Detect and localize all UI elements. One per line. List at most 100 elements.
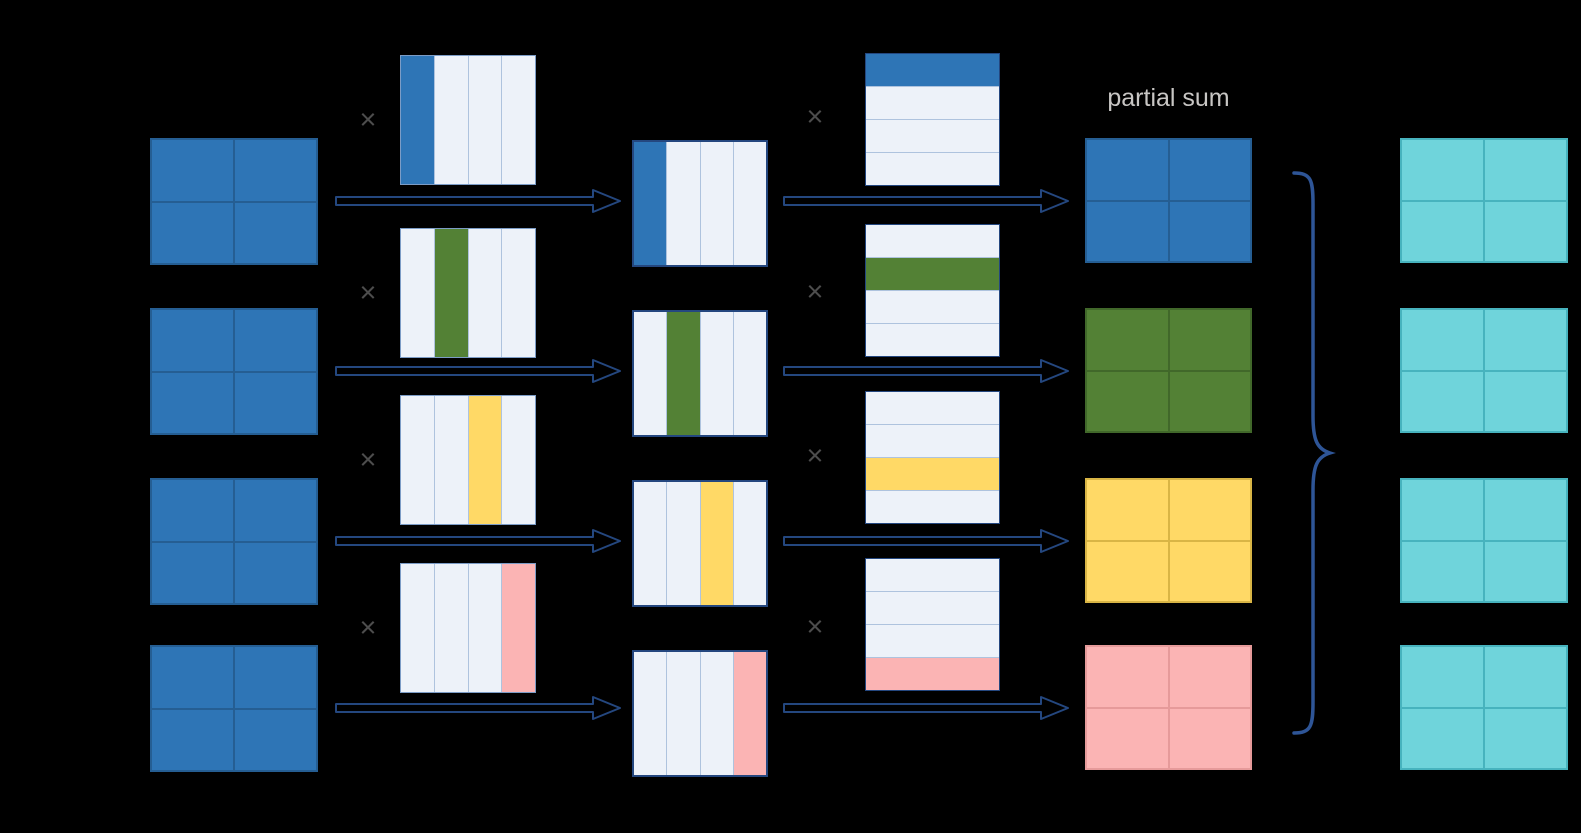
matrix-cell xyxy=(1402,647,1483,707)
matrix-cell xyxy=(1485,371,1566,431)
row-block-matrix-1 xyxy=(865,53,1000,186)
matrix-cell xyxy=(1087,708,1168,768)
matrix-cell xyxy=(468,229,502,357)
arrow-right-icon xyxy=(783,529,1069,553)
matrix-cell xyxy=(434,56,468,184)
matrix-cell xyxy=(866,491,999,523)
matrix-cell xyxy=(1087,310,1168,370)
arrow-right-icon xyxy=(783,189,1069,213)
matrix-cell xyxy=(468,56,502,184)
arrow-right-icon xyxy=(783,696,1069,720)
matrix-cell xyxy=(1485,310,1566,370)
matrix-cell xyxy=(235,709,316,770)
column-block-matrix-3 xyxy=(400,395,536,525)
selected-column-matrix-3 xyxy=(632,480,768,607)
partial-sum-matrix-1 xyxy=(1085,138,1252,263)
matrix-cell xyxy=(1485,541,1566,601)
row-block-matrix-3 xyxy=(865,391,1000,524)
matrix-cell xyxy=(866,425,999,457)
matrix-cell xyxy=(667,482,700,605)
multiply-icon: × xyxy=(359,104,377,136)
matrix-cell xyxy=(1169,480,1250,540)
partial-sum-matrix-2 xyxy=(1085,308,1252,433)
matrix-cell xyxy=(866,658,999,690)
matrix-cell xyxy=(634,652,667,775)
matrix-cell xyxy=(152,647,233,708)
matrix-cell xyxy=(152,310,233,371)
matrix-cell xyxy=(468,396,502,524)
matrix-cell xyxy=(235,542,316,603)
row-block-matrix-4 xyxy=(865,558,1000,691)
matrix-cell xyxy=(1402,140,1483,200)
matrix-cell xyxy=(866,625,999,657)
matrix-cell xyxy=(866,87,999,119)
matrix-cell xyxy=(1169,310,1250,370)
arrow-right-icon xyxy=(335,696,621,720)
matrix-cell xyxy=(152,372,233,433)
matrix-cell xyxy=(152,140,233,201)
matrix-cell xyxy=(866,324,999,356)
matrix-cell xyxy=(866,392,999,424)
input-matrix-3 xyxy=(150,478,318,605)
matrix-cell xyxy=(1087,647,1168,707)
matrix-cell xyxy=(866,120,999,152)
selected-column-matrix-1 xyxy=(632,140,768,267)
multiply-icon: × xyxy=(359,444,377,476)
matrix-cell xyxy=(634,482,667,605)
column-block-matrix-2 xyxy=(400,228,536,358)
matrix-cell xyxy=(866,54,999,86)
output-matrix-4 xyxy=(1400,645,1568,770)
input-matrix-2 xyxy=(150,308,318,435)
matrix-cell xyxy=(866,291,999,323)
matrix-cell xyxy=(1402,541,1483,601)
matrix-cell xyxy=(866,153,999,185)
column-block-matrix-1 xyxy=(400,55,536,185)
output-matrix-3 xyxy=(1400,478,1568,603)
arrow-right-icon xyxy=(783,359,1069,383)
matrix-cell xyxy=(152,542,233,603)
matrix-cell xyxy=(667,312,700,435)
input-matrix-1 xyxy=(150,138,318,265)
partial-sum-matrix-4 xyxy=(1085,645,1252,770)
matrix-cell xyxy=(1087,140,1168,200)
matrix-cell xyxy=(401,396,434,524)
matrix-cell xyxy=(733,142,766,265)
matrix-cell xyxy=(502,564,535,692)
matrix-cell xyxy=(152,709,233,770)
matrix-cell xyxy=(1169,140,1250,200)
multiply-icon: × xyxy=(806,276,824,308)
matrix-cell xyxy=(502,56,535,184)
matrix-cell xyxy=(700,142,733,265)
matrix-cell xyxy=(1087,541,1168,601)
matrix-cell xyxy=(1169,541,1250,601)
matrix-cell xyxy=(401,56,434,184)
multiply-icon: × xyxy=(806,611,824,643)
matrix-cell xyxy=(468,564,502,692)
matrix-cell xyxy=(434,564,468,692)
matrix-cell xyxy=(866,225,999,257)
matrix-cell xyxy=(700,312,733,435)
multiply-icon: × xyxy=(806,101,824,133)
selected-column-matrix-4 xyxy=(632,650,768,777)
matrix-cell xyxy=(1087,480,1168,540)
matrix-cell xyxy=(700,482,733,605)
row-block-matrix-2 xyxy=(865,224,1000,357)
matrix-cell xyxy=(235,310,316,371)
matrix-cell xyxy=(1402,480,1483,540)
output-matrix-1 xyxy=(1400,138,1568,263)
matrix-cell xyxy=(1485,480,1566,540)
matrix-cell xyxy=(667,142,700,265)
matrix-cell xyxy=(1087,201,1168,261)
matrix-cell xyxy=(401,564,434,692)
matrix-cell xyxy=(1169,647,1250,707)
matrix-cell xyxy=(1402,708,1483,768)
matrix-cell xyxy=(235,140,316,201)
matrix-cell xyxy=(1169,708,1250,768)
multiply-icon: × xyxy=(359,612,377,644)
curly-brace-icon xyxy=(1292,171,1336,735)
matrix-cell xyxy=(1485,647,1566,707)
matrix-cell xyxy=(152,480,233,541)
matrix-cell xyxy=(866,559,999,591)
input-matrix-4 xyxy=(150,645,318,772)
